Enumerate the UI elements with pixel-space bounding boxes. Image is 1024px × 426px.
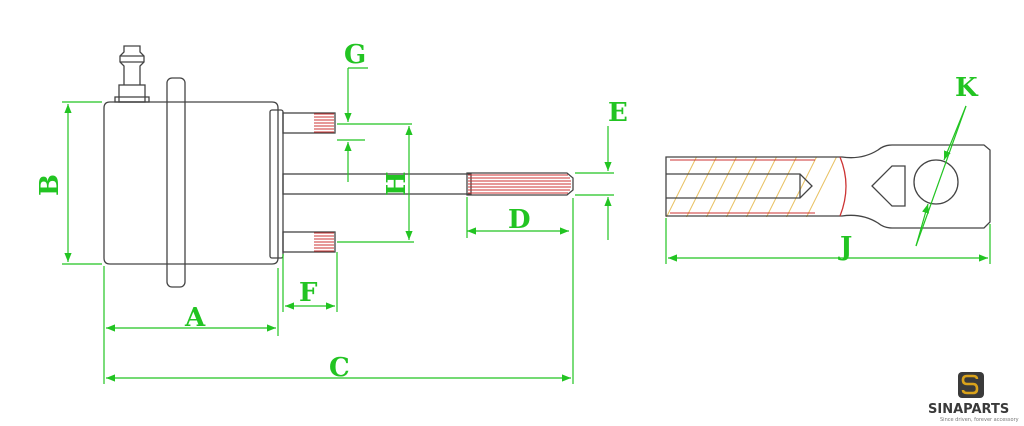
dim-h: [337, 126, 414, 243]
dim-e: [575, 126, 614, 240]
dim-a: [103, 266, 279, 336]
dim-d: [466, 197, 569, 238]
rod-end-outline: [665, 144, 991, 229]
dim-c: [103, 198, 574, 384]
upper-bolt: [282, 112, 336, 134]
thread-shading: [314, 113, 571, 252]
rod-end: [665, 144, 991, 229]
dim-label-h: H: [382, 171, 412, 196]
dimension-labels: A B C D E F G H J K: [35, 40, 979, 383]
dim-f: [282, 252, 338, 312]
body-cylinder: [103, 101, 279, 265]
vacuum-nipple: [114, 45, 150, 103]
shoulder-arc: [839, 156, 847, 217]
dim-label-j: J: [838, 232, 852, 262]
dim-label-b: B: [35, 174, 65, 196]
rod-end-thread: [670, 159, 815, 214]
eye-hole: [913, 159, 959, 205]
dim-label-f: F: [299, 278, 318, 308]
dim-label-d: D: [508, 205, 531, 235]
sinaparts-logo: SINAPARTS Since driven, forever accessor…: [928, 372, 1019, 423]
lower-bolt-thread: [314, 232, 334, 252]
dimension-lines: [62, 67, 991, 384]
threaded-bore: [666, 173, 813, 199]
dim-label-a: A: [184, 303, 206, 333]
s-letter-badge-icon: [958, 372, 984, 398]
eye-chamfer: [871, 165, 906, 207]
actuator-body: [103, 45, 574, 288]
dim-label-c: C: [329, 353, 350, 383]
lower-bolt: [282, 231, 336, 253]
mounting-flange: [166, 77, 186, 288]
upper-bolt-thread: [314, 113, 334, 133]
dim-b: [62, 101, 102, 265]
push-rod: [282, 173, 472, 195]
rod-end-hatch: [666, 157, 838, 217]
dim-j: [665, 218, 991, 264]
dim-label-k: K: [955, 73, 979, 103]
logo-tagline: Since driven, forever accessory: [940, 417, 1019, 423]
dim-k: [915, 105, 967, 247]
logo-brand-rest: INAPARTS: [937, 402, 1009, 417]
logo-brand-prefix: S: [928, 402, 937, 417]
stud-thread: [468, 174, 571, 194]
dim-label-e: E: [608, 98, 628, 128]
logo-brand: SINAPARTS: [928, 402, 1009, 417]
back-ring: [269, 109, 284, 259]
dim-label-g: G: [344, 40, 366, 70]
threaded-stud: [466, 172, 574, 196]
dim-g: [337, 67, 412, 182]
